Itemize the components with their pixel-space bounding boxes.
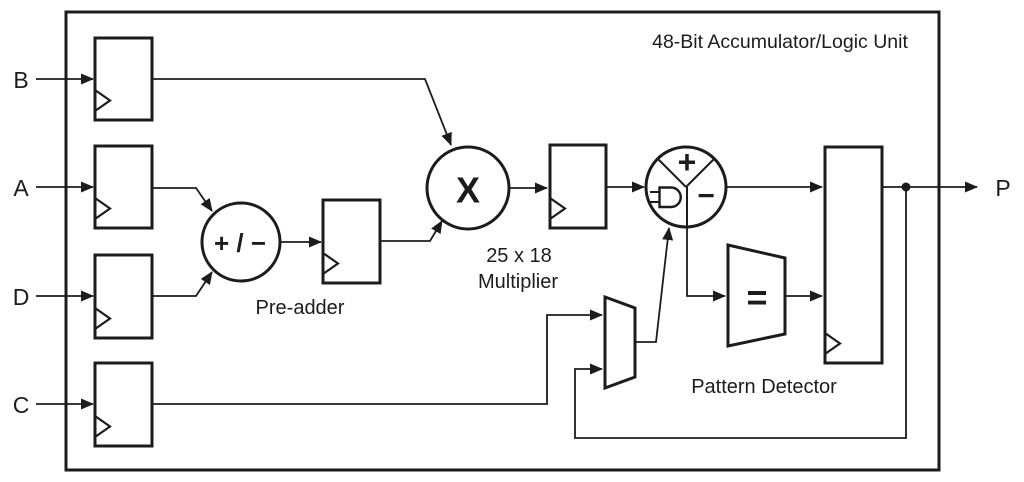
alu-divider-right [685, 158, 715, 188]
and-gate-body [658, 186, 682, 209]
wire-regc-to-mux [152, 309, 603, 405]
multiplier-symbol: X [456, 170, 480, 211]
wire-mux-to-alu [635, 227, 674, 343]
pattern-detector: = [726, 243, 787, 348]
pre-adder-symbol: + / − [214, 228, 266, 258]
register-d-body [93, 253, 154, 340]
alu-divider-left [657, 158, 687, 188]
port-label-p: P [995, 175, 1010, 201]
port-label-d: D [13, 284, 30, 310]
mux [603, 294, 637, 391]
register-ad-body [321, 198, 382, 285]
junction-dot [901, 182, 911, 192]
clock-edge-icon [549, 197, 567, 220]
multiplier-node: X [425, 145, 511, 231]
pattern-detector-body [726, 243, 787, 348]
register-ad [321, 198, 382, 285]
register-d [93, 253, 154, 340]
alu-node: + − [644, 144, 728, 229]
register-c [93, 361, 154, 448]
wire-regad-to-multiplier [380, 220, 443, 242]
multiplier-caption-line1: 25 x 18 [486, 245, 552, 267]
pattern-detector-caption: Pattern Detector [691, 376, 837, 398]
clock-edge-icon [94, 415, 112, 438]
multiplier-caption-line2: Multiplier [478, 271, 558, 293]
clock-edge-icon [824, 332, 842, 355]
wire-alu-to-pattern-detector [686, 227, 726, 302]
clock-edge-icon [94, 89, 112, 112]
wire-regb-to-multiplier [152, 78, 452, 146]
register-b-body [93, 36, 154, 122]
and-gate-icon [650, 186, 682, 209]
alu-plus-symbol: + [678, 144, 697, 180]
pre-adder-caption: Pre-adder [256, 297, 345, 319]
multiplier-circle [425, 145, 511, 231]
diagram-title: 48-Bit Accumulator/Logic Unit [652, 31, 908, 53]
port-label-a: A [13, 175, 29, 201]
clock-edge-icon [322, 252, 340, 275]
register-a [93, 144, 154, 230]
accumulator-logic-unit-boundary [64, 10, 941, 472]
wire-rega-to-preadder [152, 187, 213, 212]
register-p [823, 145, 884, 365]
pre-adder-circle [200, 201, 282, 283]
alu-minus-symbol: − [697, 180, 715, 213]
clock-edge-icon [94, 197, 112, 220]
port-label-b: B [13, 67, 28, 93]
wire-regd-to-preadder [152, 271, 213, 297]
pre-adder-node: + / − [200, 201, 282, 283]
wire-p-feedback-to-mux [574, 187, 907, 439]
register-b [93, 36, 154, 122]
clock-edge-icon [94, 307, 112, 330]
register-c-body [93, 361, 154, 448]
pattern-detector-symbol: = [746, 277, 767, 318]
register-a-body [93, 144, 154, 230]
port-label-c: C [13, 392, 30, 418]
register-m [548, 143, 608, 230]
register-p-body [823, 145, 884, 365]
register-m-body [548, 143, 608, 230]
